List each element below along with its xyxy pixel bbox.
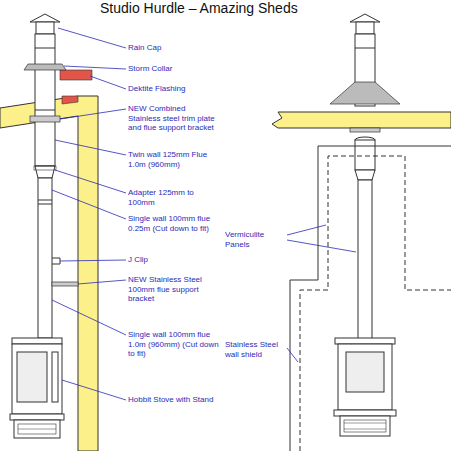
j-clip-label: J Clip: [128, 255, 220, 265]
twin-wall-label: Twin wall 125mm Flue 1.0m (960mm): [128, 150, 220, 169]
wall-shield-label: Stainless Steel wall shield: [225, 340, 287, 359]
stove-label: Hobbit Stove with Stand: [128, 395, 220, 405]
flashing-label: Dektite Flashing: [128, 84, 220, 94]
bracket-label: NEW Stainless Steel 100mm flue support b…: [128, 275, 220, 304]
diagram-title: Studio Hurdle – Amazing Sheds: [100, 0, 298, 16]
trim-plate-label: NEW Combined Stainless steel trim plate …: [128, 104, 220, 133]
rain-cap-label: Rain Cap: [128, 43, 220, 53]
short-flue-label: Single wall 100mm flue 0.25m (Cut down t…: [128, 214, 220, 233]
adapter-label: Adapter 125mm to 100mm: [128, 188, 220, 207]
long-flue-label: Single wall 100mm flue 1.0m (960mm) (Cut…: [128, 330, 220, 359]
storm-collar-label: Storm Collar: [128, 64, 220, 74]
vermiculite-label: Vermiculite Panels: [225, 230, 285, 249]
